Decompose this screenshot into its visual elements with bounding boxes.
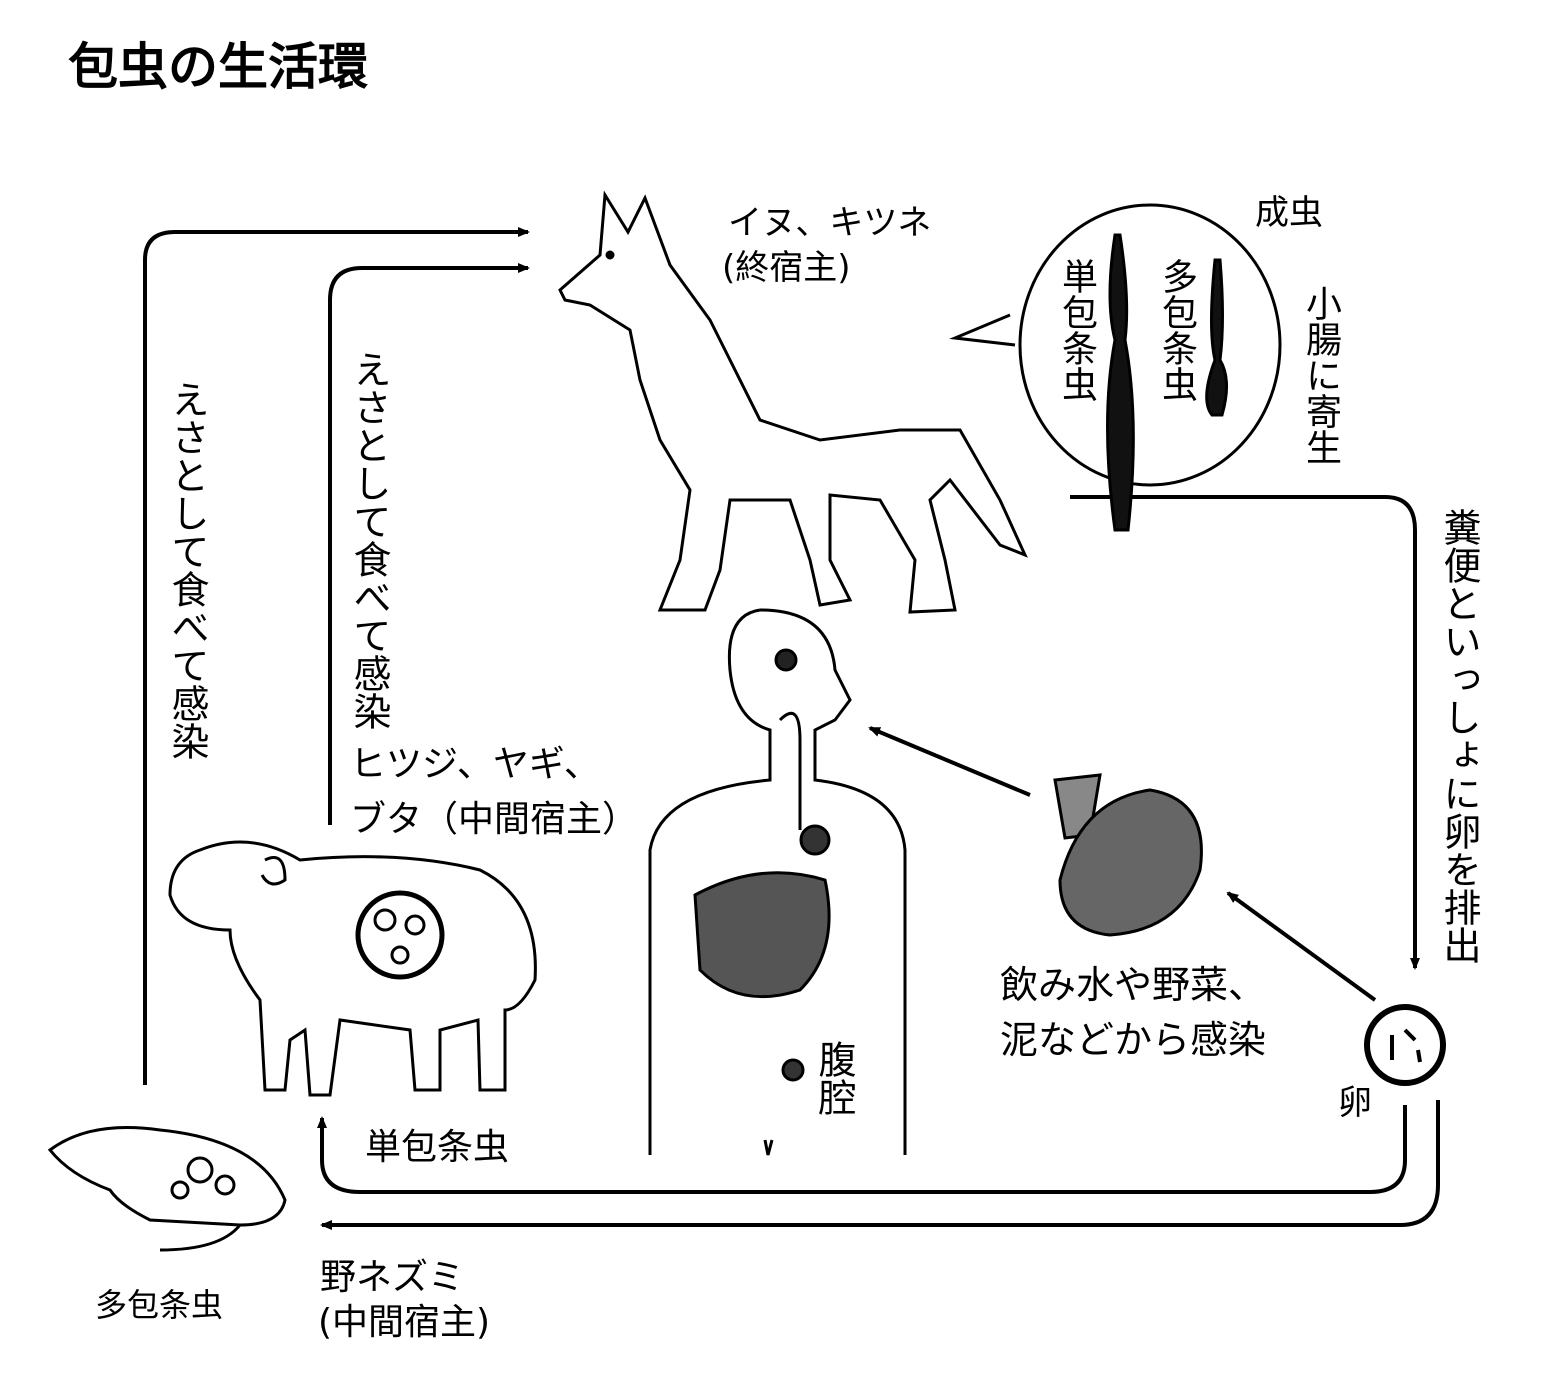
label-dog-fox: イヌ、キツネ (728, 203, 932, 243)
arrow-egg-to-sheep (317, 1105, 1407, 1194)
water-and-vegetables-illustration (1053, 773, 1203, 937)
egg-illustration (1364, 1004, 1446, 1086)
label-abdomen: 腹腔 (812, 1040, 856, 1116)
label-water: 飲み水や野菜、 (1000, 963, 1267, 1007)
label-unilocular-circle: 単包条虫 (1056, 258, 1097, 402)
page-title: 包虫の生活環 (68, 38, 368, 96)
human-illustration (648, 608, 907, 1156)
label-definitive-host: (終宿主) (722, 248, 851, 288)
arrow-egg-to-vole (320, 1100, 1440, 1230)
label-adult: 成虫 (1255, 193, 1323, 233)
label-vole-intermediate: (中間宿主) (318, 1302, 491, 1343)
label-sheep-goat: ヒツジ、ヤギ、 (350, 744, 600, 785)
adult-worms-callout (949, 203, 1282, 532)
label-eat-infect-inner: えさとして食べて感染 (347, 350, 391, 730)
label-vole: 野ネズミ (320, 1257, 465, 1298)
dog-illustration (558, 190, 1028, 614)
label-egg: 卵 (1338, 1083, 1372, 1123)
label-multilocular-circle: 多包条虫 (1156, 258, 1197, 402)
label-mud: 泥などから感染 (1000, 1018, 1267, 1062)
label-feces: 糞便といっしょに卵を排出 (1437, 508, 1481, 964)
label-multilocular-vole: 多包条虫 (95, 1286, 224, 1324)
label-pig-intermediate: ブタ（中間宿主） (350, 799, 639, 840)
label-small-intestine: 小腸に寄生 (1300, 285, 1341, 465)
arrow-outer-eat (143, 227, 530, 1085)
arrow-egg-to-food (1226, 891, 1377, 1002)
arrow-inner-eat (328, 263, 530, 825)
arrow-food-to-human (868, 726, 1031, 797)
label-unilocular-arrow: 単包条虫 (365, 1127, 510, 1168)
sheep-illustration (168, 840, 537, 1097)
label-eat-infect-outer: えさとして食べて感染 (165, 380, 209, 760)
vole-illustration (47, 1126, 287, 1252)
arrow-feces (1070, 495, 1420, 970)
